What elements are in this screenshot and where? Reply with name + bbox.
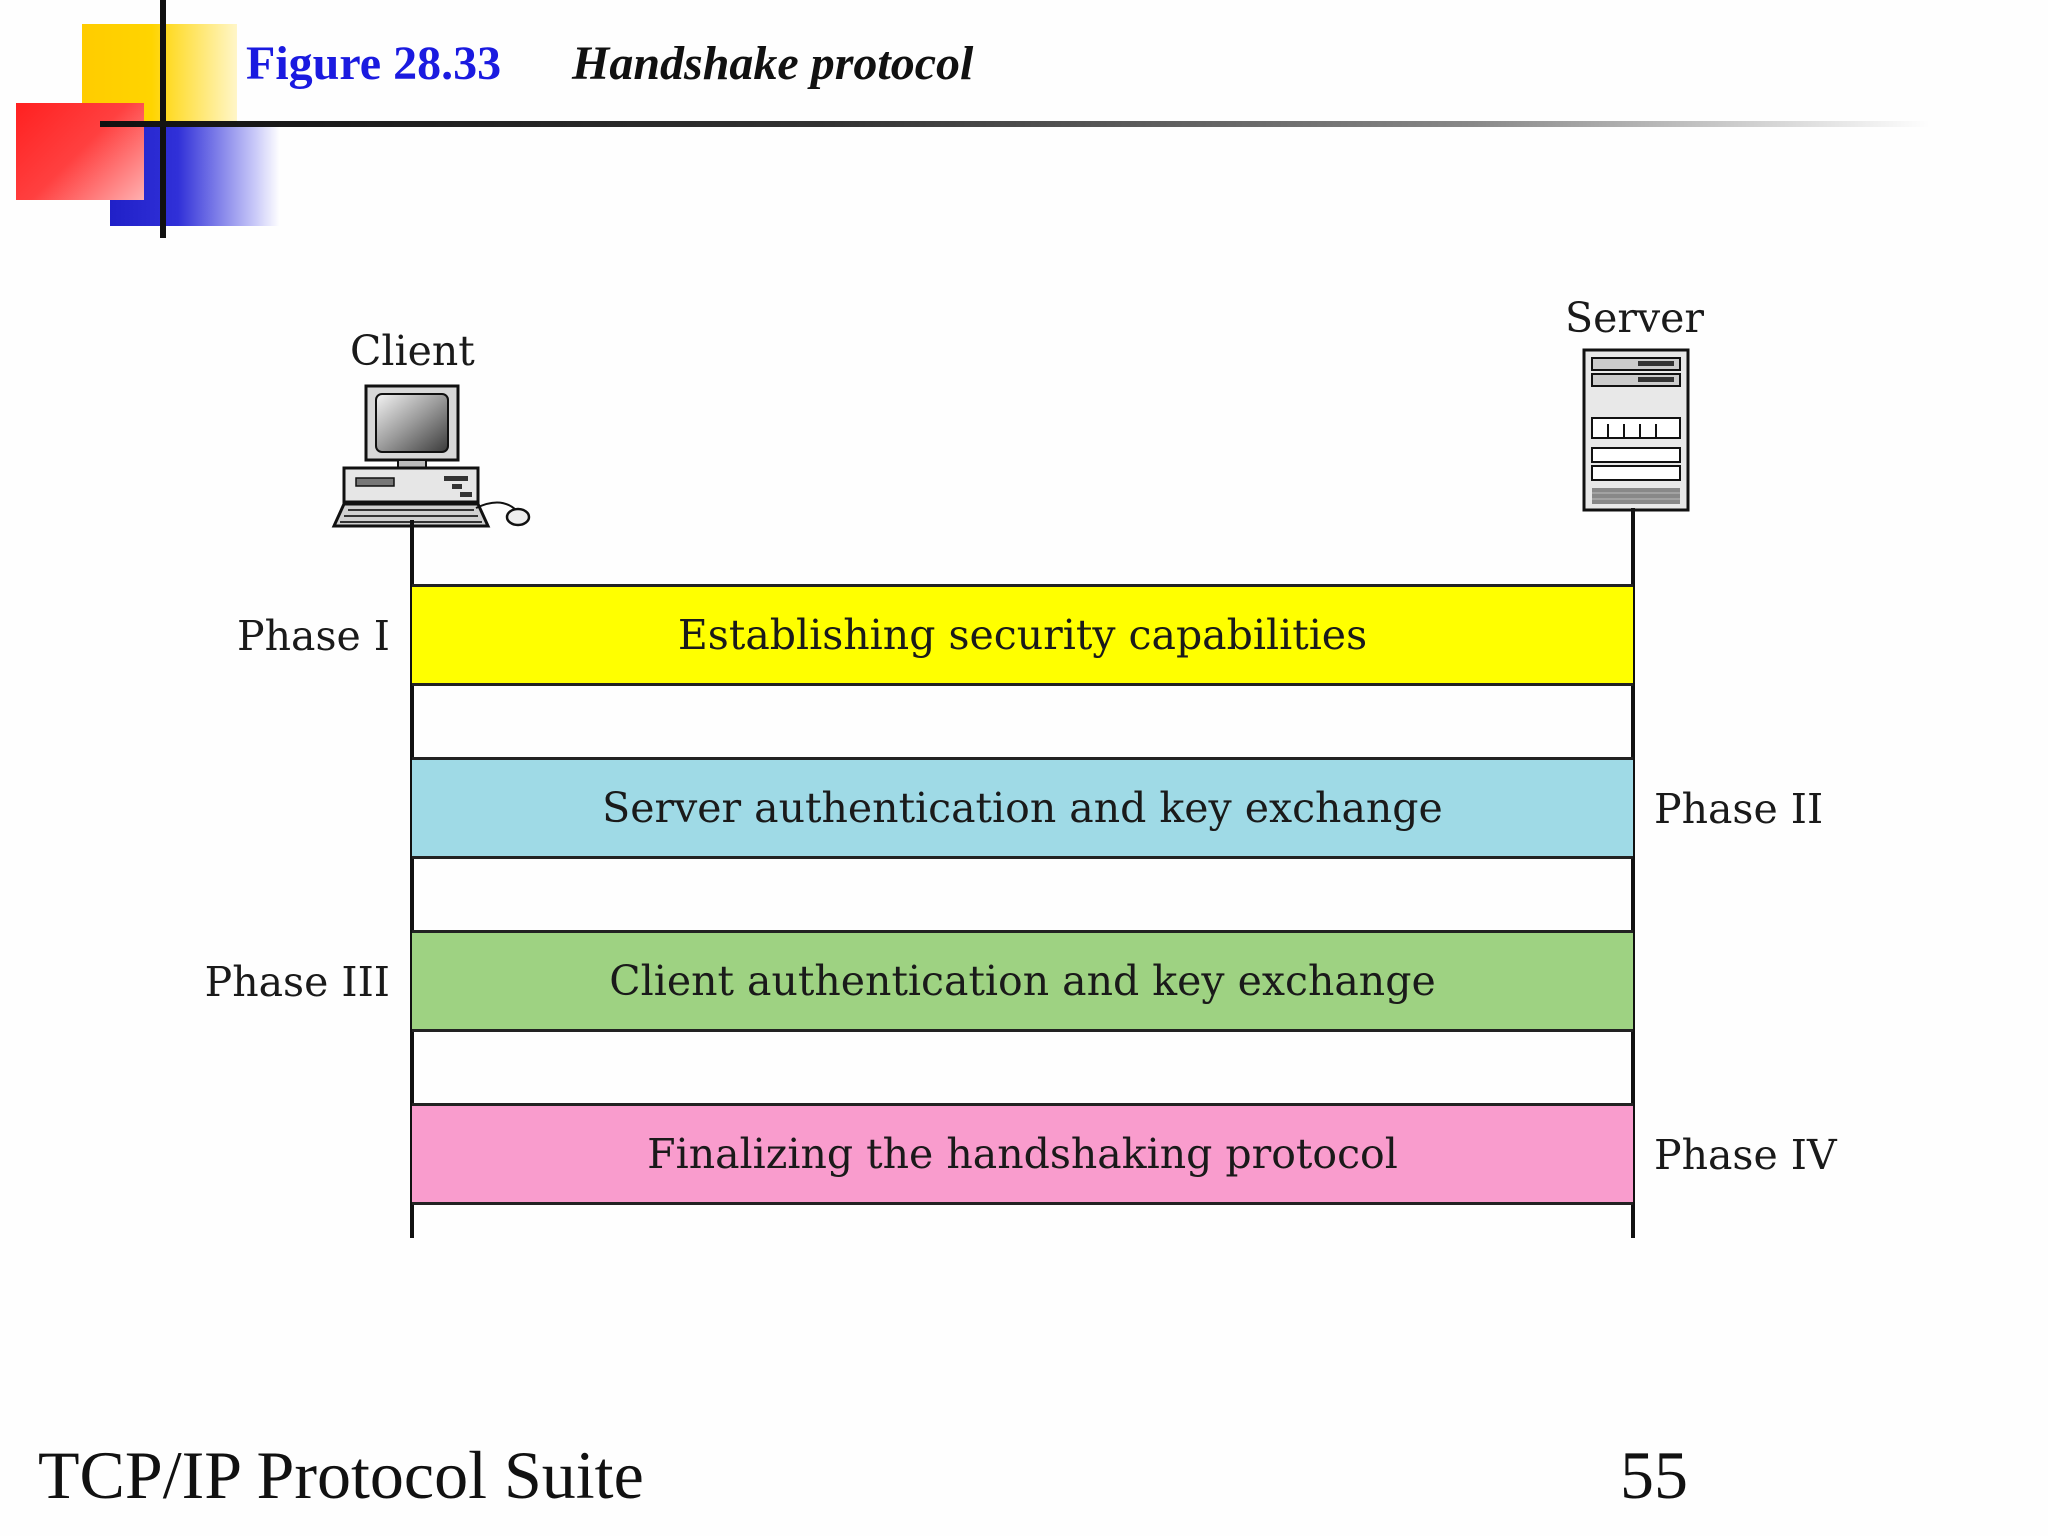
header-rule — [100, 121, 1930, 127]
page-number: 55 — [1620, 1437, 1688, 1513]
phase-1-label: Phase I — [237, 612, 390, 660]
phase-2-band: Server authentication and key exchange — [412, 757, 1633, 859]
decor-red-square — [16, 103, 144, 200]
decor-vertical-line — [160, 0, 166, 238]
phase-2-label: Phase II — [1654, 785, 1824, 833]
phase-3-label: Phase III — [204, 958, 390, 1006]
server-lifeline — [1631, 508, 1635, 1238]
footer-title: TCP/IP Protocol Suite — [38, 1437, 644, 1513]
desktop-computer-icon — [331, 384, 531, 528]
phase-3-band: Client authentication and key exchange — [412, 930, 1633, 1032]
phase-4-label: Phase IV — [1654, 1131, 1837, 1179]
figure-title: Handshake protocol — [572, 37, 974, 90]
figure-label: Figure 28.33 — [246, 37, 502, 90]
client-lifeline — [410, 520, 414, 1238]
phase-1-band: Establishing security capabilities — [412, 584, 1633, 686]
phase-4-band: Finalizing the handshaking protocol — [412, 1103, 1633, 1205]
client-label: Client — [350, 327, 475, 375]
server-label: Server — [1565, 294, 1704, 342]
server-tower-icon — [1582, 348, 1690, 512]
